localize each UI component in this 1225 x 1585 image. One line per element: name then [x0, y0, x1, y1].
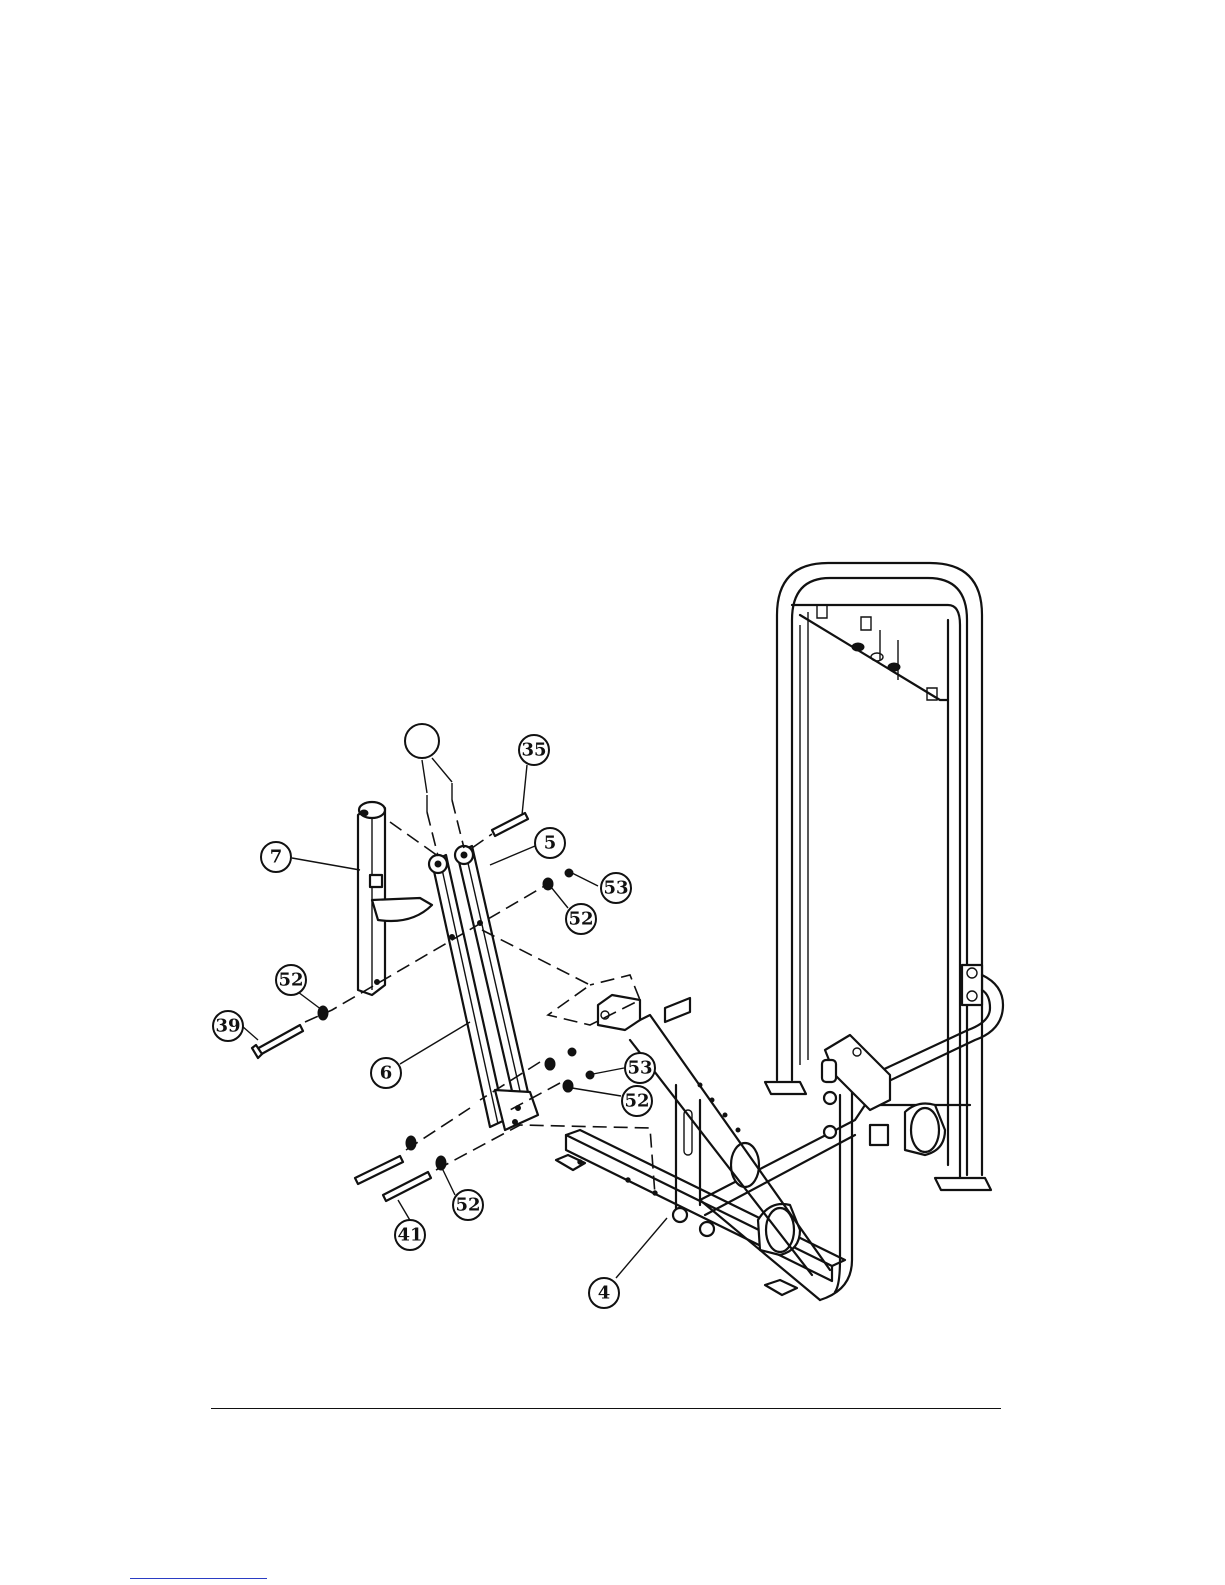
callout-52-bottom: 52: [453, 1190, 483, 1220]
part-7-pedal-lever: [358, 802, 432, 995]
svg-text:52: 52: [568, 909, 593, 930]
base-frame: [556, 1085, 970, 1300]
svg-text:41: 41: [397, 1225, 422, 1246]
callout-7: 7: [261, 842, 291, 872]
callout-52-upper: 52: [566, 904, 596, 934]
callout-39: 39: [213, 1011, 243, 1041]
callout-5: 5: [535, 828, 565, 858]
callout-53-lower: 53: [625, 1053, 655, 1083]
callout-52-left: 52: [276, 965, 306, 995]
callout-41: 41: [395, 1220, 425, 1250]
svg-text:53: 53: [627, 1058, 652, 1079]
svg-text:52: 52: [278, 970, 303, 991]
callout-4: 4: [589, 1278, 619, 1308]
callout-blank: [405, 724, 439, 758]
svg-text:6: 6: [380, 1063, 393, 1084]
link-underline[interactable]: [130, 1578, 267, 1579]
callout-53-upper: 53: [601, 873, 631, 903]
svg-text:52: 52: [624, 1091, 649, 1112]
part-5-6-arms: [429, 846, 538, 1130]
svg-text:7: 7: [270, 847, 283, 868]
footer-rule: [211, 1408, 1001, 1409]
svg-text:35: 35: [521, 740, 546, 761]
callout-52-lower: 52: [622, 1086, 652, 1116]
diagonal-arm: [598, 995, 890, 1275]
svg-text:5: 5: [544, 833, 557, 854]
svg-text:4: 4: [598, 1283, 611, 1304]
callout-35: 35: [519, 735, 549, 765]
svg-text:39: 39: [215, 1016, 240, 1037]
svg-text:52: 52: [455, 1195, 480, 1216]
svg-text:53: 53: [603, 878, 628, 899]
callout-6: 6: [371, 1058, 401, 1088]
